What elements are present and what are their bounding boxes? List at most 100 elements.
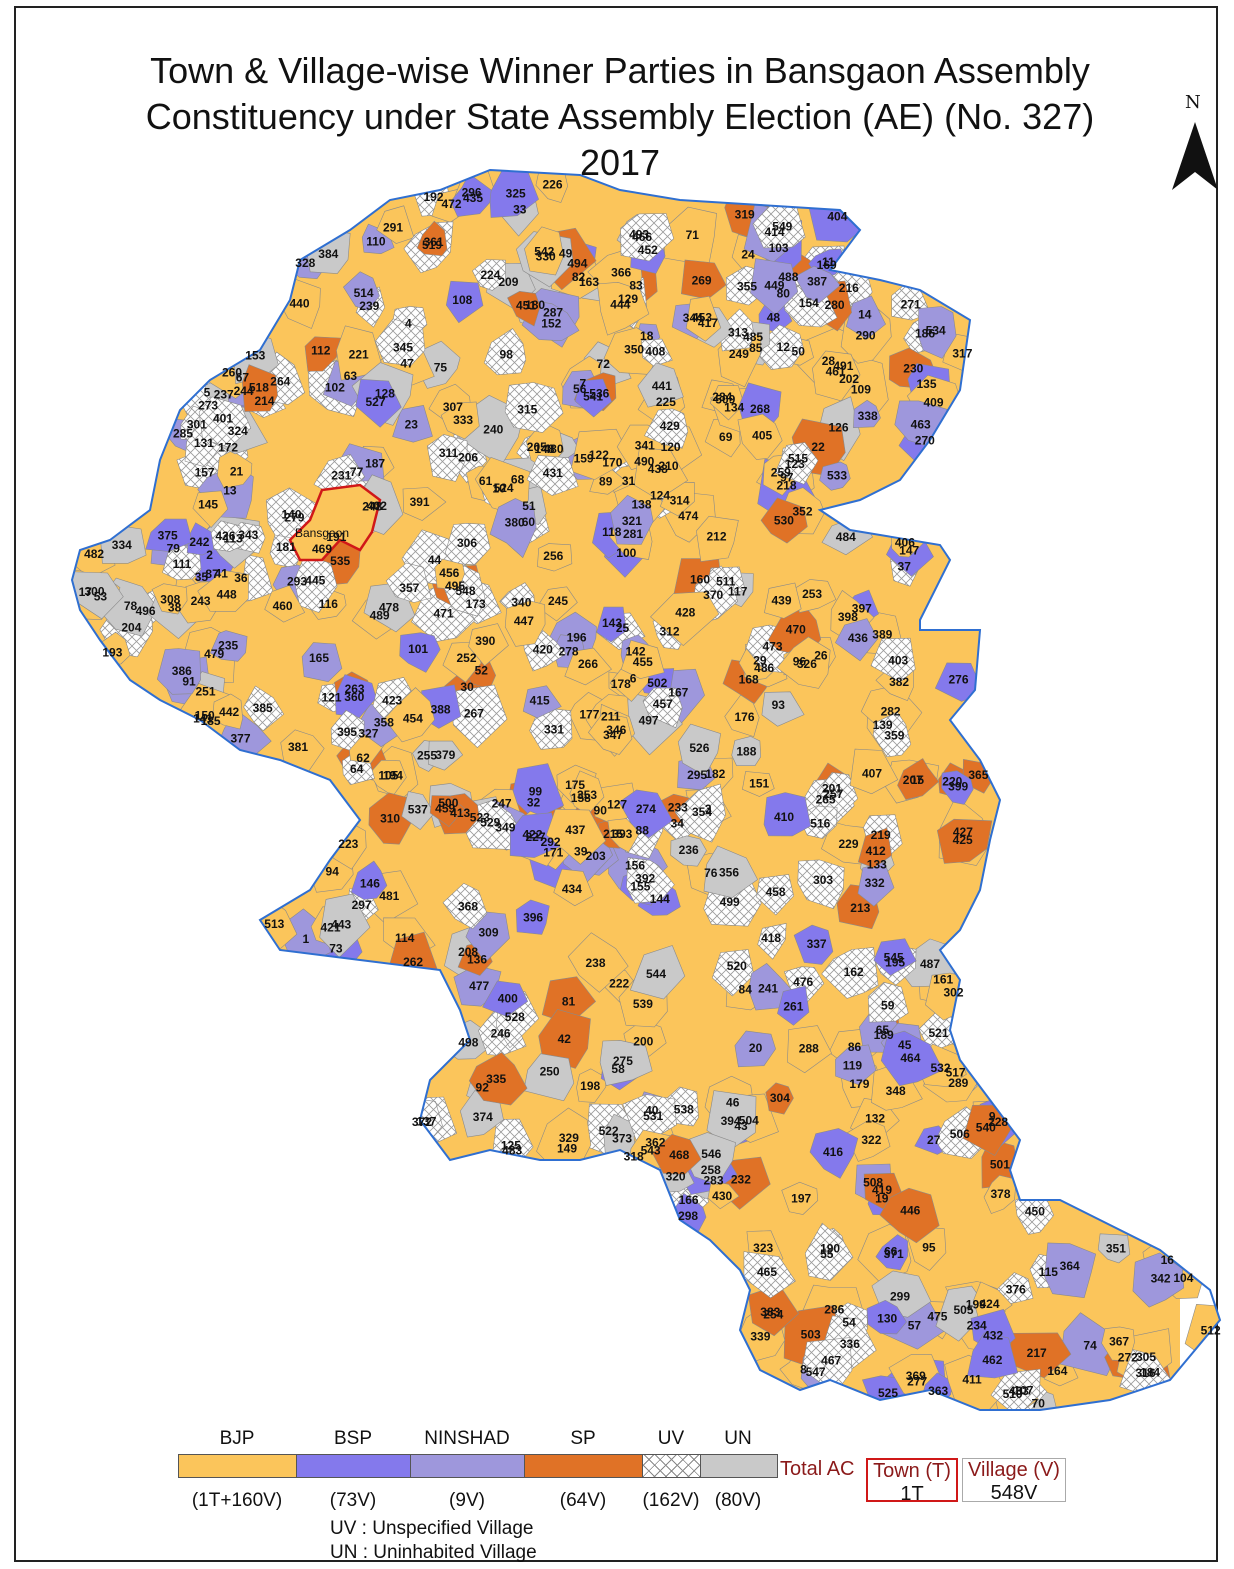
village-number-label: 193 [102,645,122,659]
village-number-label: 496 [136,604,156,618]
village-region [774,442,819,485]
village-number-label: 103 [769,241,789,255]
village-region [198,396,252,448]
village-number-label: 168 [739,672,759,686]
village-number-label: 216 [839,281,859,295]
village-number-label: 53 [94,590,108,604]
village-region [812,350,861,402]
village-region [794,265,841,304]
village-number-label: 428 [675,605,695,619]
village-number-label: 243 [191,594,211,608]
village-number-label: 426 [215,529,235,543]
village-number-label: 299 [890,1290,910,1304]
village-number-label: 300 [84,585,104,599]
village-number-label: 423 [382,694,402,708]
title-line-3: 2017 [579,142,661,183]
legend-name-bsp: BSP [333,1428,373,1449]
village-number-label: 176 [734,710,754,724]
village-number-label: 22 [811,440,825,454]
village-number-label: 372 [412,1115,432,1129]
village-number-label: 448 [217,588,237,602]
village-number-label: 49 [559,246,573,260]
village-number-label: 265 [816,793,836,807]
village-number-label: 398 [838,610,858,624]
village-region [757,923,787,960]
village-number-label: 416 [823,1145,843,1159]
village-number-label: 510 [1003,1387,1023,1401]
village-number-label: 287 [543,306,563,320]
village-number-label: 65 [876,1023,890,1037]
village-number-label: 192 [423,190,443,204]
village-number-label: 500 [438,796,458,810]
village-number-label: 220 [942,774,962,788]
village-number-label: 334 [112,538,132,552]
village-number-label: 241 [758,982,778,996]
village-number-label: 515 [788,451,808,465]
village-number-label: 154 [799,296,819,310]
village-number-label: 79 [167,542,181,556]
village-number-label: 438 [648,462,668,476]
village-region [151,583,188,615]
village-number-label: 442 [219,705,239,719]
village-number-label: 68 [511,473,525,487]
village-number-label: 521 [928,1026,948,1040]
village-number-label: 484 [836,530,856,544]
legend-swatch-bsp [297,1455,411,1477]
village-number-label: 522 [599,1124,619,1138]
village-region [804,1222,854,1281]
village-number-label: 329 [559,1131,579,1145]
village-number-label: 17 [79,585,93,599]
village-region [880,1030,944,1087]
village-region [293,554,338,613]
village-number-label: 41 [215,567,229,581]
village-region [570,428,632,480]
village-region [674,783,726,843]
village-number-label: 368 [458,899,478,913]
village-number-label: 435 [463,191,483,205]
village-region [442,882,488,930]
village-number-label: 211 [601,710,621,724]
village-number-label: 286 [824,1303,844,1317]
village-number-label: 397 [852,601,872,615]
village-region [707,1180,740,1210]
legend-swatch-ninshad [411,1455,525,1477]
village-number-label: 409 [923,396,943,410]
village-number-label: 118 [602,525,622,539]
village-number-label: 101 [408,642,428,656]
village-region [334,674,377,719]
village-number-label: 54 [842,1315,856,1329]
village-number-label: 179 [849,1077,869,1091]
village-number-label: 482 [84,547,104,561]
village-number-label: 237 [214,387,234,401]
village-number-label: 325 [506,187,526,201]
village-number-label: 434 [562,882,582,896]
village-region [489,498,537,559]
village-number-label: 27 [927,1133,941,1147]
village-number-label: 367 [1109,1335,1129,1349]
village-number-label: 271 [901,298,921,312]
village-number-label: 1 [302,932,309,946]
village-number-label: 331 [544,722,564,736]
village-number-label: 396 [523,910,543,924]
village-number-label: 55 [820,1247,834,1261]
village-number-label: 148 [534,442,554,456]
village-number-label: 278 [559,644,579,658]
village-number-label: 275 [613,1054,633,1068]
village-number-label: 311 [439,446,459,460]
village-number-label: 460 [273,599,293,613]
village-number-label: 74 [1083,1339,1097,1353]
village-number-label: 119 [843,1059,863,1073]
village-region [777,985,810,1026]
village-number-label: 296 [462,186,482,200]
village-region [392,405,433,443]
village-number-label: 150 [195,709,215,723]
village-number-label: 147 [899,544,919,558]
village-number-label: 419 [872,1183,892,1197]
village-number-label: 140 [281,508,301,522]
village-region [450,173,492,217]
village-number-label: 166 [679,1193,699,1207]
legend-name-bjp: BJP [219,1428,255,1449]
village-number-label: 224 [480,268,500,282]
village-number-label: 495 [445,579,465,593]
village-number-label: 401 [213,411,233,425]
